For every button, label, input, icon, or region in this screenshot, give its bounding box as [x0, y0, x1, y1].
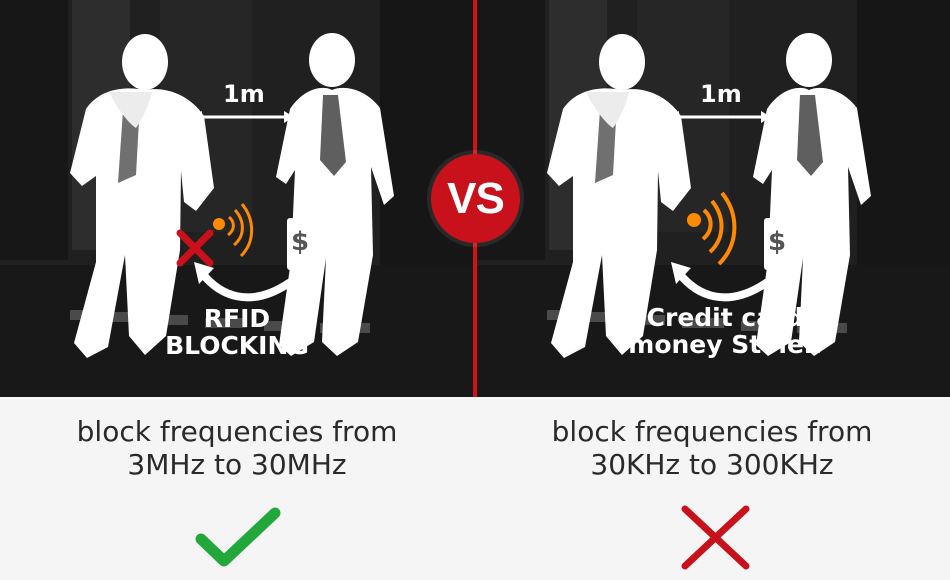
left-curved-arrow	[194, 262, 293, 302]
right-man-victim-silhouette	[547, 34, 691, 358]
check-icon	[195, 507, 281, 567]
vs-badge: VS	[431, 154, 520, 243]
left-signal-waves	[213, 203, 254, 258]
right-caption-line-1: block frequencies from	[551, 415, 873, 448]
left-distance-label: 1m	[223, 80, 265, 108]
right-distance-label: 1m	[700, 80, 742, 108]
right-distance-arrow-group	[669, 111, 771, 123]
left-comparison-panel: $	[0, 0, 473, 397]
left-man-victim-silhouette	[70, 34, 214, 358]
right-curved-arrow	[671, 262, 770, 302]
left-overlay-line-2: BLOCKING	[165, 331, 309, 360]
left-caption: block frequencies from 3MHz to 30MHz	[57, 415, 417, 481]
left-building-left	[0, 0, 68, 260]
comparison-top-section: $	[0, 0, 950, 397]
left-caption-line-1: block frequencies from	[76, 415, 398, 448]
left-overlay-line-1: RFID	[203, 304, 271, 333]
left-caption-line-2: 3MHz to 30MHz	[127, 448, 347, 481]
right-man-thief-silhouette: $	[753, 33, 871, 356]
left-blocked-x-icon	[176, 229, 214, 267]
right-caption-line-2: 30KHz to 300KHz	[590, 448, 834, 481]
svg-text:$: $	[768, 227, 786, 257]
right-overlay-text: Credit card money Stolen	[620, 304, 830, 358]
svg-text:$: $	[291, 227, 309, 257]
x-icon	[681, 505, 750, 570]
left-building-right	[380, 0, 473, 285]
right-building-right	[857, 0, 950, 285]
right-scene-illustration: $	[477, 0, 950, 397]
left-distance-arrow-group	[192, 111, 294, 123]
right-comparison-panel: $	[477, 0, 950, 397]
left-man-thief-silhouette: $	[276, 33, 394, 356]
left-scene-illustration: $	[0, 0, 473, 397]
right-overlay-line-2: money Stolen	[628, 330, 822, 359]
right-overlay-line-1: Credit card	[646, 303, 804, 332]
right-signal-waves	[687, 191, 737, 266]
right-caption: block frequencies from 30KHz to 300KHz	[532, 415, 892, 481]
left-overlay-text: RFID BLOCKING	[162, 305, 312, 359]
